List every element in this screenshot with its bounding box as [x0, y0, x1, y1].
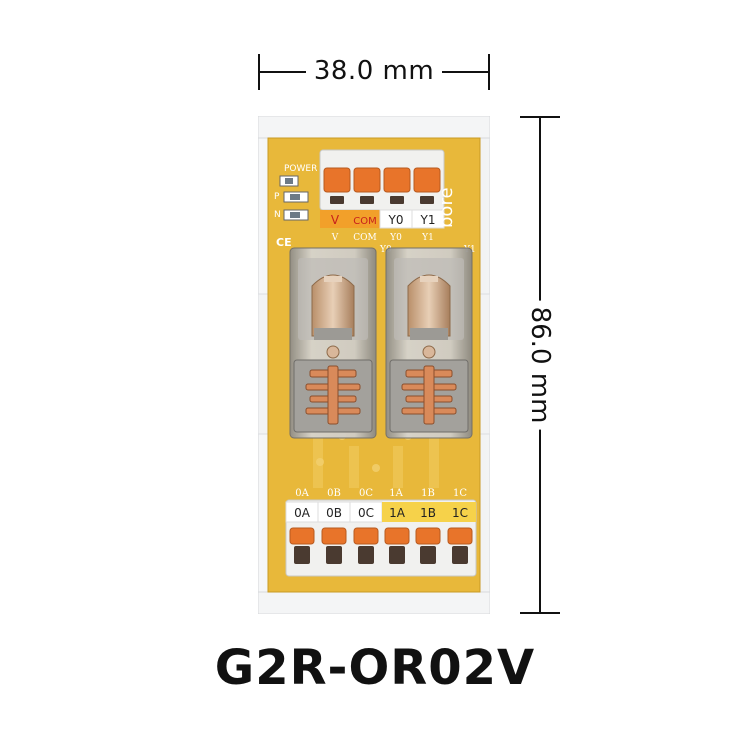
terminal-lever-3[interactable] [383, 167, 411, 193]
led-label-p: P [274, 192, 280, 202]
terminal-lever-1a[interactable] [384, 527, 410, 545]
top-terminal-block: V COM Y0 Y1 V COM Y0 Y1 [319, 149, 445, 243]
bottom-silk-0c: 0C [359, 488, 373, 499]
top-silk-y1: Y1 [421, 233, 434, 243]
relay-1 [289, 247, 377, 439]
terminal-lever-0a[interactable] [289, 527, 315, 545]
width-dimension-right-tick [488, 54, 490, 90]
top-silk-y0: Y0 [389, 233, 402, 243]
terminal-lever-2[interactable] [353, 167, 381, 193]
width-dimension-label: 38.0 mm [305, 56, 443, 86]
ce-mark: CE [276, 236, 292, 249]
terminal-lever-1b[interactable] [415, 527, 441, 545]
brand-logo: bore [436, 187, 457, 228]
bottom-label-0a: 0A [294, 506, 311, 520]
top-label-v: V [331, 213, 340, 227]
top-label-y0: Y0 [388, 213, 404, 227]
height-dimension-top-tick [520, 116, 560, 118]
side-mark-y0: Y0 [379, 245, 392, 255]
bottom-silk-1b: 1B [421, 488, 435, 499]
top-label-com: COM [353, 216, 376, 227]
bottom-label-1b: 1B [420, 506, 436, 520]
bottom-silk-1c: 1C [453, 488, 467, 499]
bottom-label-1c: 1C [452, 506, 468, 520]
top-silk-v: V [331, 233, 339, 243]
bottom-terminal-block: 0A 0B 0C 1A 1B 1C 0A 0B 0C 1A 1B 1C [285, 488, 477, 577]
relay-module: POWER P N CE V COM Y0 Y1 V [258, 116, 490, 614]
terminal-lever-0c[interactable] [353, 527, 379, 545]
height-dimension: 86.0 mm [518, 116, 562, 614]
top-terminal-levers [323, 167, 441, 193]
top-silk-com: COM [353, 233, 376, 243]
bottom-terminal-levers [289, 527, 473, 545]
relay-2 [385, 247, 473, 439]
terminal-lever-1[interactable] [323, 167, 351, 193]
terminal-lever-4[interactable] [413, 167, 441, 193]
led-label-n: N [274, 210, 281, 220]
width-dimension-left-tick [258, 54, 260, 90]
bottom-silk-0b: 0B [327, 488, 341, 499]
width-dimension: 38.0 mm [258, 52, 490, 92]
top-label-y1: Y1 [420, 213, 436, 227]
bottom-silk-1a: 1A [389, 488, 403, 499]
height-dimension-label: 86.0 mm [525, 300, 555, 430]
bottom-silk-0a: 0A [295, 488, 309, 499]
bottom-label-1a: 1A [389, 506, 406, 520]
led-indicators: POWER P N CE [274, 164, 317, 249]
bottom-label-0c: 0C [358, 506, 374, 520]
terminal-lever-0b[interactable] [321, 527, 347, 545]
bottom-label-0b: 0B [326, 506, 342, 520]
model-name: G2R-OR02V [214, 640, 536, 696]
terminal-lever-1c[interactable] [447, 527, 473, 545]
height-dimension-bottom-tick [520, 612, 560, 614]
led-label-power: POWER [284, 164, 317, 174]
